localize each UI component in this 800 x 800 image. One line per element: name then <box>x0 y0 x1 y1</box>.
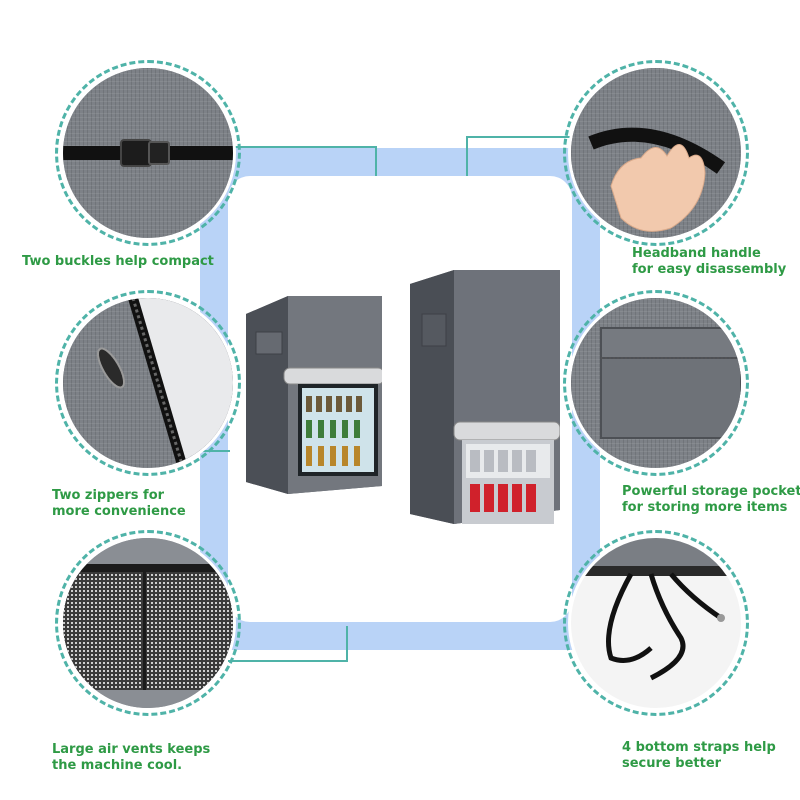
caption-pocket: Powerful storage pocket for storing more… <box>622 484 800 515</box>
connector-line <box>466 136 468 176</box>
caption-zippers: Two zippers for more convenience <box>52 488 186 519</box>
zipper-detail-image <box>55 290 241 476</box>
air-vent-detail-image <box>55 530 241 716</box>
connector-line <box>228 660 348 662</box>
mini-fridge-cover-image <box>246 296 382 494</box>
caption-straps: 4 bottom straps help secure better <box>622 740 776 771</box>
caption-handle: Headband handle for easy disassembly <box>632 246 787 277</box>
connector-line <box>346 626 348 662</box>
storage-pocket-detail-image <box>563 290 749 476</box>
caption-vents: Large air vents keeps the machine cool. <box>52 742 211 773</box>
buckle-detail-image <box>55 60 241 246</box>
bottom-straps-detail-image <box>563 530 749 716</box>
caption-buckles: Two buckles help compact <box>22 254 214 269</box>
connector-line <box>466 136 572 138</box>
tall-fridge-cover-image <box>410 270 560 524</box>
connector-line <box>375 146 377 176</box>
handle-detail-image <box>563 60 749 246</box>
connector-line <box>228 146 376 148</box>
